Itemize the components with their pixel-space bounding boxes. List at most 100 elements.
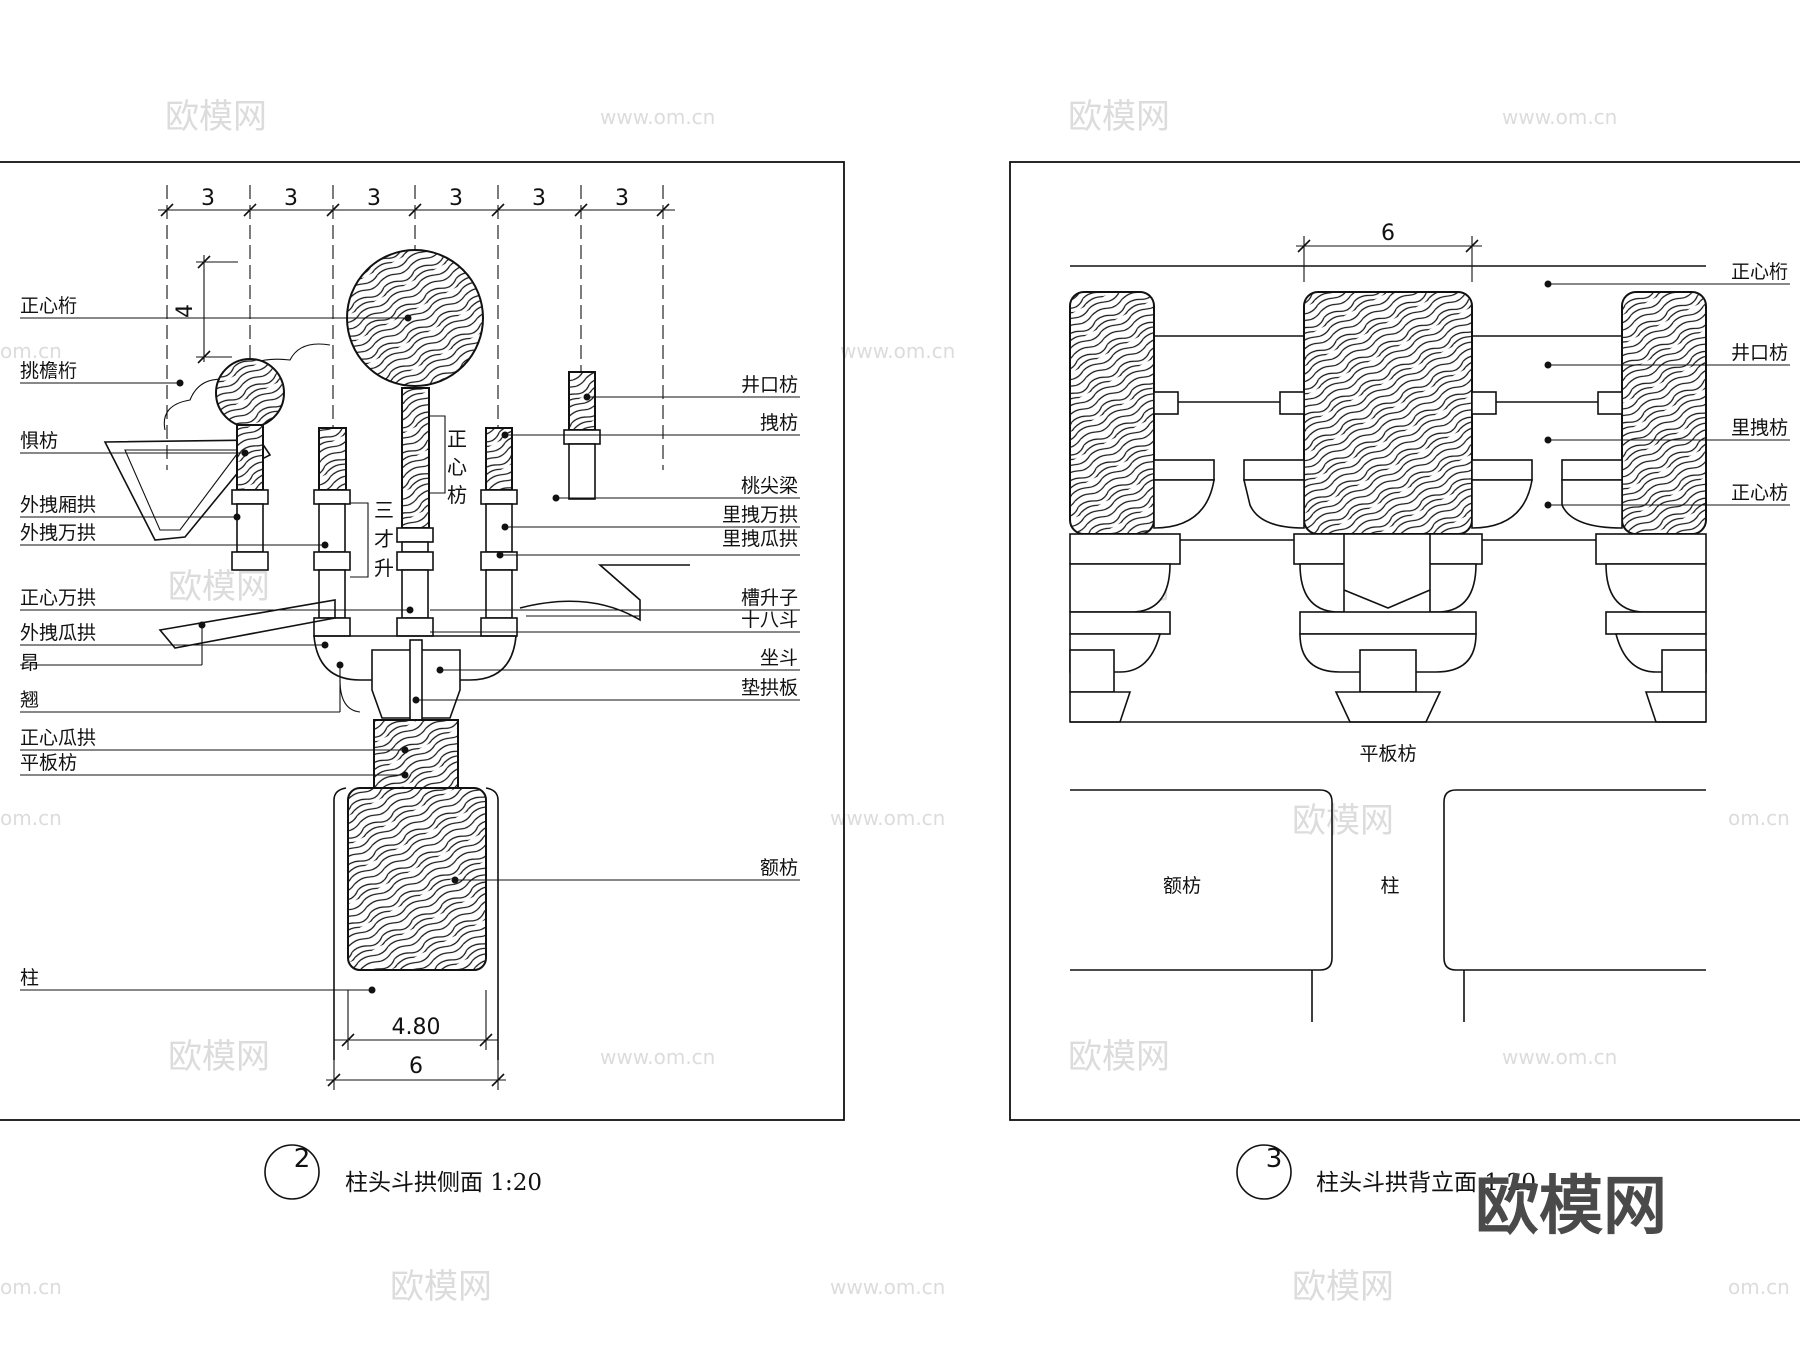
corner-logo: 欧模网 [1475, 1170, 1667, 1244]
watermark-url-partial: om.cn [1728, 806, 1790, 830]
label-tiaoyan-purlin: 挑檐桁 [20, 360, 77, 382]
watermark-url: www.om.cn [1502, 105, 1617, 129]
watermark-brand: 欧模网 [1068, 97, 1170, 137]
watermark-url: www.om.cn [1502, 1045, 1617, 1069]
zhengxinfang-bracket [428, 415, 446, 494]
top-dimension-chain: 3 3 3 3 3 3 [158, 185, 675, 470]
top-dim-3: 3 [367, 186, 381, 211]
zhengxinfang-char-3: 枋 [447, 483, 467, 507]
left-leaders [20, 317, 410, 991]
zhengxinfang-char-2: 心 [447, 455, 467, 479]
watermark-url: www.om.cn [830, 806, 945, 830]
label-zhu: 柱 [20, 967, 39, 989]
top-dim-1: 3 [201, 186, 215, 211]
right-view-back-elevation: 6 [1009, 161, 1800, 1200]
center-fang-timber [401, 387, 430, 529]
sancaisheng-char-2: 才 [374, 527, 394, 551]
watermark-url: www.om.cn [600, 105, 715, 129]
top-dim-5: 3 [532, 186, 546, 211]
left-view-title: 柱头斗拱侧面 1:20 [345, 1170, 542, 1196]
right-partial-timber [1621, 291, 1707, 535]
right-top-dim-label: 6 [1381, 221, 1395, 246]
top-dim-4: 3 [449, 186, 463, 211]
e-fang [347, 787, 487, 971]
outer-fang-timber [318, 427, 347, 491]
jingkou-fang-timber [568, 371, 596, 431]
watermark-url-partial: om.cn [0, 339, 62, 363]
zuodou-bowl [313, 635, 517, 681]
taojian-beam-outline [519, 564, 690, 622]
right-view-leader-dots [1544, 280, 1552, 509]
watermark-brand: 欧模网 [1292, 1267, 1394, 1307]
bottom-dim-480: 4.80 [392, 1015, 441, 1040]
bracket-cluster-left [1069, 391, 1215, 723]
watermark-brand: 欧模网 [168, 1037, 270, 1077]
label-zhengxin-purlin: 正心桁 [20, 295, 77, 317]
tiaoyan-purlin-circle [215, 358, 285, 428]
efang-left-block [1070, 789, 1333, 971]
vertical-dim-label: 4 [173, 304, 198, 318]
label-taojian-liang: 桃尖梁 [741, 475, 798, 497]
eave-rafter-inner [124, 449, 242, 531]
left-label-list: 正心桁 挑檐桁 惧枋 外拽厢拱 外拽万拱 正心万拱 外拽瓜拱 昂 翘 正心瓜拱 … [20, 295, 96, 989]
left-view-frame [0, 161, 845, 1121]
label-pingban-fang: 平板枋 [20, 752, 77, 774]
label-zhuai-fang: 拽枋 [760, 412, 798, 434]
bottom-dimensions: 4.80 6 [326, 990, 506, 1090]
right-view-title: 柱头斗拱背立面 1:20 [1316, 1170, 1536, 1196]
label-wai-xiang-gong: 外拽厢拱 [20, 494, 96, 516]
leader-dots-right [412, 393, 591, 884]
diangong-plate [409, 639, 423, 723]
efang-right-block [1443, 789, 1706, 971]
zhengxinfang-char-1: 正 [447, 427, 467, 451]
label-li-gua-gong: 里拽瓜拱 [722, 528, 798, 550]
sancaisheng-char-1: 三 [374, 498, 394, 522]
label-wai-gua-gong: 外拽瓜拱 [20, 622, 96, 644]
view-number: 2 [294, 1144, 311, 1174]
label-efang: 额枋 [1163, 875, 1201, 897]
label-zuo-dou: 坐斗 [760, 647, 798, 669]
watermark-url: www.om.cn [840, 339, 955, 363]
label-ju-fang: 惧枋 [20, 430, 58, 452]
top-dim-6: 3 [615, 186, 629, 211]
pingban-fang [373, 719, 459, 789]
label-rv-zhengxin-fang: 正心枋 [1731, 482, 1788, 504]
label-diangong-ban: 垫拱板 [741, 677, 798, 699]
right-leaders [416, 396, 800, 881]
right-view-label-list: 正心桁 井口枋 里拽枋 正心枋 [1731, 261, 1788, 504]
sancaisheng-bracket [350, 502, 369, 578]
view-number-circle [264, 1144, 320, 1200]
watermark-url: www.om.cn [600, 1045, 715, 1069]
right-view-caption: 3 柱头斗拱背立面 1:20 [1236, 1144, 1536, 1200]
qiao-curve [339, 679, 361, 713]
watermark-brand: 欧模网 [168, 567, 270, 607]
top-dim-2: 3 [284, 186, 298, 211]
left-view-side-elevation: 3 3 3 3 3 3 4 [0, 161, 845, 1200]
bottom-dim-6: 6 [409, 1054, 423, 1079]
label-zhengxin-wan-gong: 正心万拱 [20, 587, 96, 609]
label-ang: 昂 [20, 652, 39, 674]
fang-timber [236, 424, 264, 491]
leader-dots-left [176, 314, 414, 994]
watermark-url-partial: om.cn [0, 806, 62, 830]
center-timber [1303, 291, 1473, 535]
label-cao-shengzi: 槽升子 [741, 587, 798, 609]
label-zhengxin-gua-gong: 正心瓜拱 [20, 727, 96, 749]
inner-fang-timber [485, 427, 513, 491]
left-partial-timber [1069, 291, 1155, 535]
watermark-url-partial: om.cn [1728, 1275, 1790, 1299]
right-top-dimension: 6 [1296, 221, 1482, 282]
right-label-list: 井口枋 拽枋 桃尖梁 里拽万拱 里拽瓜拱 槽升子 十八斗 坐斗 垫拱板 额枋 [722, 374, 798, 879]
label-qiao: 翘 [20, 689, 39, 711]
label-zhu-column: 柱 [1380, 875, 1399, 897]
watermark-brand: 欧模网 [165, 97, 267, 137]
ang-slanted-member [158, 599, 336, 649]
watermark-brand: 欧模网 [1068, 1037, 1170, 1077]
right-view-frame [1009, 161, 1800, 1121]
label-rv-jingkou-fang: 井口枋 [1731, 342, 1788, 364]
label-pingbanfang: 平板枋 [1359, 743, 1416, 765]
label-rv-zhengxin-purlin: 正心桁 [1731, 261, 1788, 283]
watermark-url: www.om.cn [830, 1275, 945, 1299]
left-view-caption: 2 柱头斗拱侧面 1:20 [264, 1144, 542, 1200]
